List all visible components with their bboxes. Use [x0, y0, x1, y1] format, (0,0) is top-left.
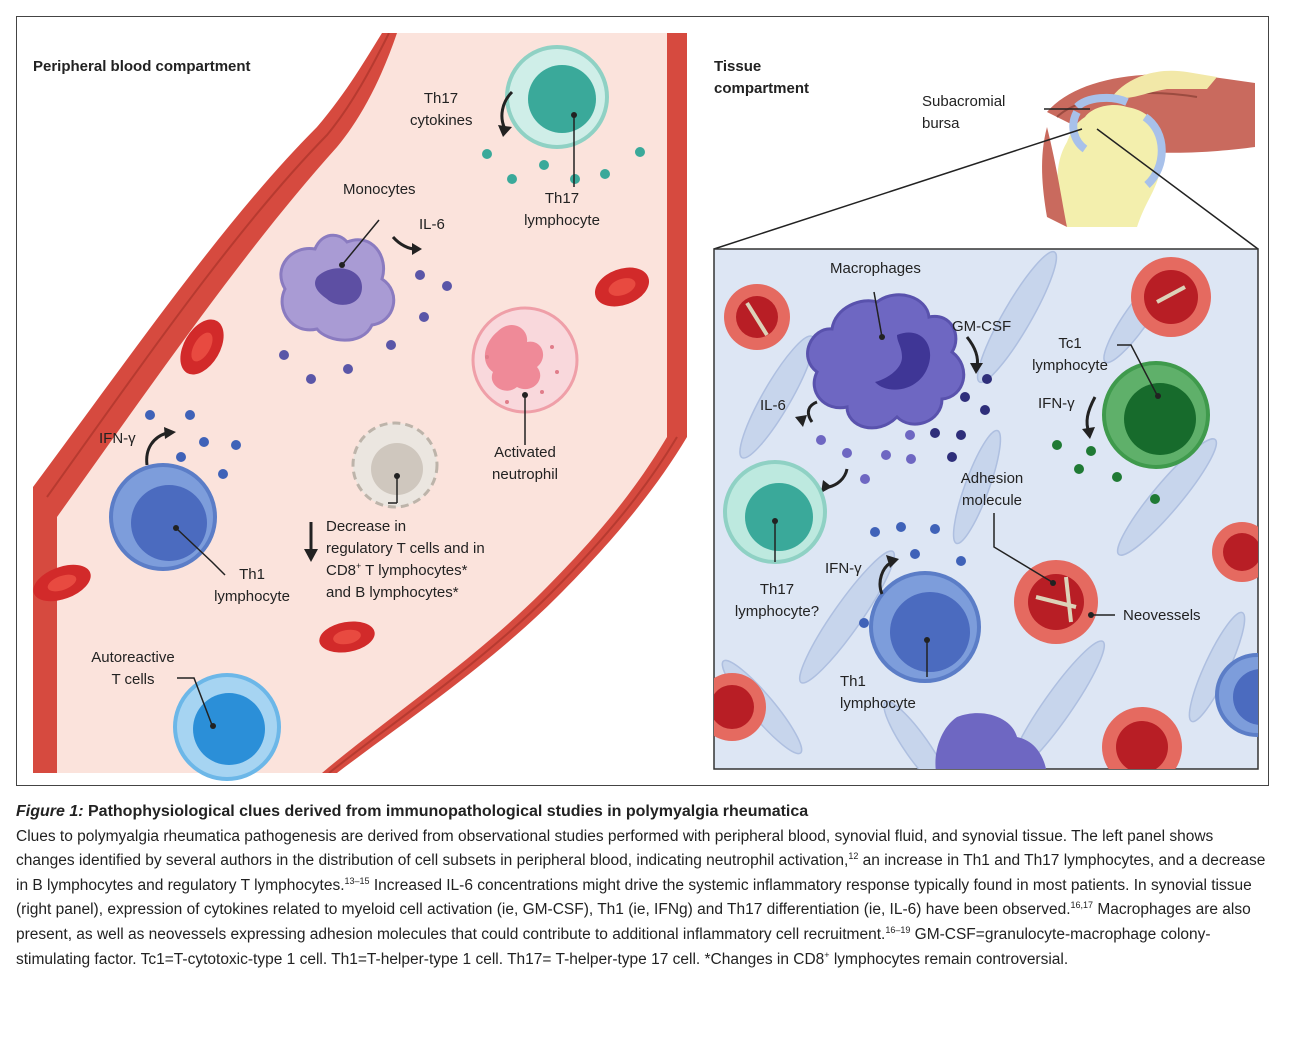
- th1-lymphocyte-label-right: Th1 lymphocyte: [840, 671, 916, 715]
- adhesion-line2: molecule: [961, 492, 1023, 509]
- macrophages-label: Macrophages: [830, 260, 921, 277]
- bursa-line2: bursa: [922, 115, 960, 132]
- ifn-dots-tc1: [1052, 440, 1160, 504]
- th1-lymphocyte-cell-left: [109, 463, 217, 571]
- caption-ref-2: 13–15: [344, 875, 370, 886]
- caption-sentence-5: GM-CSF=granulocyte-macrophage colony-sti…: [16, 925, 1211, 968]
- th17-lymphocyte-cell: [505, 45, 609, 149]
- decrease-label: Decrease in regulatory T cells and in CD…: [326, 516, 485, 604]
- th17-lymphocyte-line1: Th17: [544, 190, 580, 207]
- caption-ref-4: 16–19: [885, 924, 911, 935]
- activated-neutrophil-cell: [471, 306, 579, 414]
- right-panel-title-line1: Tissue: [714, 58, 762, 75]
- th1-right-line1: Th1: [840, 673, 866, 690]
- caption-sentence-2: an increase in Th1 and Th17 lymphocytes,…: [16, 852, 1266, 894]
- autoreactive-line1: Autoreactive: [91, 649, 175, 666]
- caption-sentence-4: Macrophages are also present, as well as…: [16, 901, 1251, 943]
- th17-lymphocyte-line2: lymphocyte: [524, 212, 600, 229]
- subacromial-bursa-label: Subacromial bursa: [922, 91, 1005, 135]
- caption-title-text: Pathophysiological clues derived from im…: [83, 803, 809, 820]
- adhesion-line1: Adhesion: [960, 470, 1024, 487]
- figure-frame: Peripheral blood compartment Th17 cytoki…: [16, 16, 1269, 786]
- th17-cytokines-line2: cytokines: [410, 112, 473, 129]
- decrease-line3: CD8+ T lymphocytes*: [326, 560, 485, 582]
- th17q-line1: Th17: [759, 581, 795, 598]
- caption-ref-1: 12: [848, 851, 859, 862]
- ifn-dots-th1: [859, 522, 966, 628]
- th1-left-line1: Th1: [239, 566, 265, 583]
- left-panel-title: Peripheral blood compartment: [33, 58, 251, 75]
- ifn-gamma-label-th1: IFN-γ: [825, 560, 862, 577]
- th1-lymphocyte-label-left: Th1 lymphocyte: [207, 564, 297, 608]
- activated-neutrophil-label: Activated neutrophil: [483, 442, 567, 486]
- il6-label-left: IL-6: [419, 216, 445, 233]
- monocytes-label: Monocytes: [343, 181, 416, 198]
- activated-neutrophil-line1: Activated: [494, 444, 556, 461]
- decrease-line2: regulatory T cells and in: [326, 540, 485, 557]
- autoreactive-line2: T cells: [111, 671, 155, 688]
- decrease-line1: Decrease in: [326, 518, 407, 535]
- th1-lymphocyte-cell-right: [869, 571, 981, 683]
- bursa-line1: Subacromial: [922, 93, 1006, 110]
- caption-sentence-3: Increased IL-6 concentrations might driv…: [16, 876, 1252, 919]
- caption-ref-3: 16,17: [1070, 900, 1094, 911]
- ifn-gamma-label-left: IFN-γ: [99, 430, 136, 447]
- autoreactive-t-cell: [173, 673, 281, 781]
- caption-sentence-6: lymphocytes remain controversial.: [829, 950, 1069, 968]
- right-panel-title: Tissue compartment: [714, 56, 809, 100]
- th17-cytokines-label: Th17 cytokines: [410, 88, 473, 132]
- caption-sentence-1: Clues to polymyalgia rheumatica pathogen…: [16, 827, 1214, 870]
- th17-cytokines-line1: Th17: [423, 90, 459, 107]
- figure-illustration: [33, 33, 1259, 781]
- activated-neutrophil-line2: neutrophil: [492, 466, 558, 483]
- th17-lymphocyte-question-label: Th17 lymphocyte?: [729, 579, 825, 623]
- ifn-dots-left: [145, 410, 241, 479]
- neovessels: [714, 257, 1258, 769]
- caption-figure-label: Figure 1:: [16, 803, 84, 820]
- caption-title: Figure 1: Pathophysiological clues deriv…: [16, 800, 1276, 825]
- decrease-t-lymph: T lymphocytes*: [361, 562, 468, 579]
- monocyte-cell: [279, 233, 396, 342]
- blood-vessel: [33, 33, 687, 773]
- tc1-line1: Tc1: [1058, 335, 1082, 352]
- th1-right-line2: lymphocyte: [840, 695, 916, 712]
- decrease-cd8-sup: +: [356, 561, 362, 571]
- decrease-line4: and B lymphocytes*: [326, 584, 459, 601]
- th17-lymphocyte-question-cell: [723, 460, 827, 564]
- autoreactive-label: Autoreactive T cells: [85, 647, 181, 691]
- right-panel-title-line2: compartment: [714, 80, 810, 97]
- il6-dots-right: [816, 430, 916, 484]
- th17q-line2: lymphocyte?: [734, 603, 820, 620]
- figure-caption: Figure 1: Pathophysiological clues deriv…: [16, 800, 1276, 972]
- neovessels-label: Neovessels: [1123, 607, 1201, 624]
- tc1-line2: lymphocyte: [1032, 357, 1108, 374]
- tc1-lymphocyte-cell: [1102, 361, 1210, 469]
- caption-body: Clues to polymyalgia rheumatica pathogen…: [16, 825, 1276, 973]
- th17-lymphocyte-label: Th17 lymphocyte: [517, 188, 607, 232]
- macrophage-cell: [806, 293, 966, 430]
- th17-cytokine-dots: [482, 147, 645, 184]
- red-blood-cells: [33, 267, 650, 653]
- tc1-lymphocyte-label: Tc1 lymphocyte: [1022, 333, 1118, 377]
- caption-cd8-sup: +: [824, 949, 830, 960]
- gmcsf-dots: [930, 374, 992, 462]
- adhesion-molecule-label: Adhesion molecule: [952, 468, 1032, 512]
- th1-left-line2: lymphocyte: [214, 588, 290, 605]
- gmcsf-label: GM-CSF: [952, 318, 1012, 335]
- il6-label-right: IL-6: [760, 397, 786, 414]
- il6-dots-left: [279, 270, 452, 384]
- decrease-cd8: CD8: [326, 562, 357, 579]
- regulatory-t-cell: [351, 421, 439, 509]
- shoulder-illustration: [1042, 70, 1255, 227]
- ifn-gamma-label-tc1: IFN-γ: [1038, 395, 1075, 412]
